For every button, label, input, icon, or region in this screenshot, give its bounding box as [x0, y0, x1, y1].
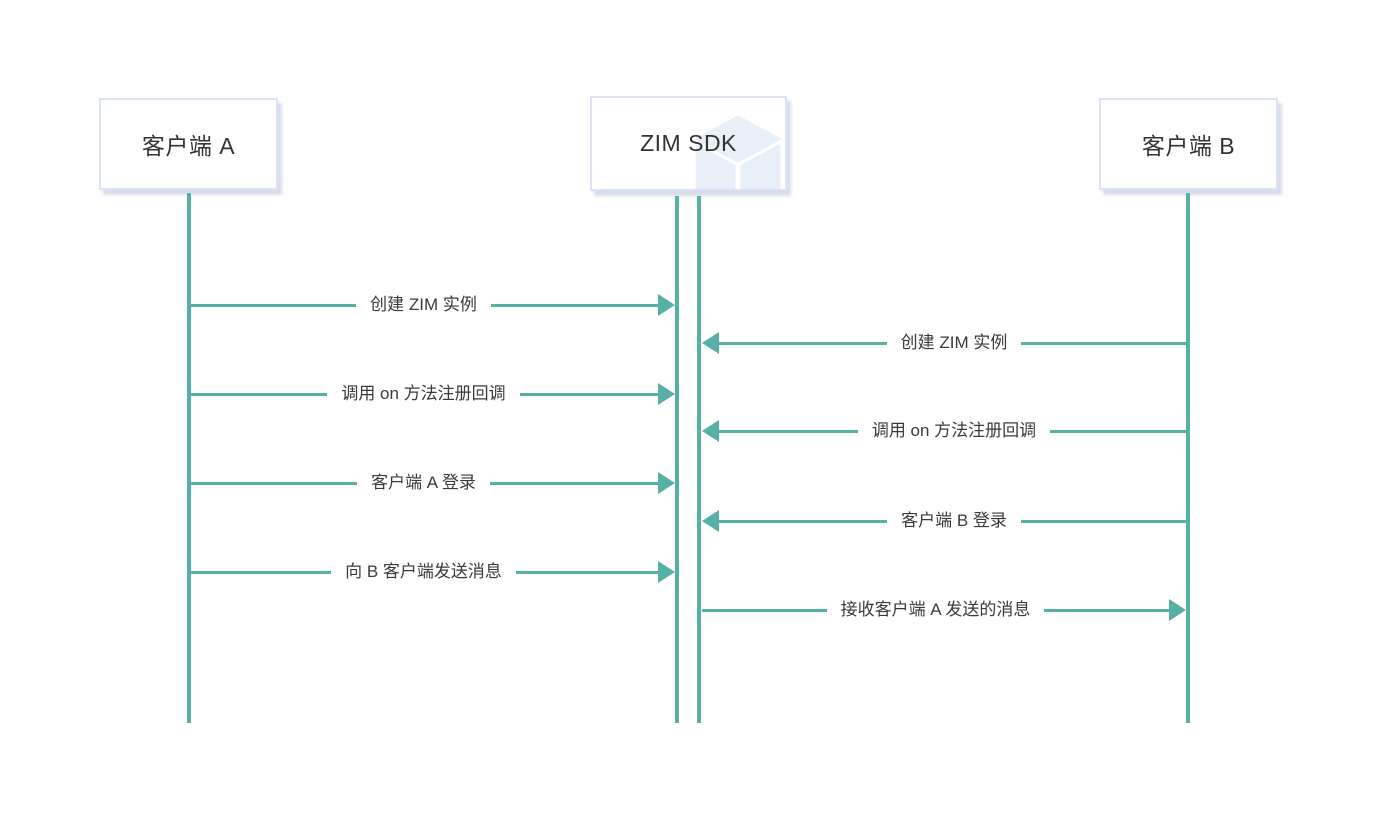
message-register-callback-b: 调用 on 方法注册回调: [702, 419, 1190, 443]
actor-label-client-a: 客户端 A: [141, 133, 236, 159]
message-line: [719, 429, 858, 433]
message-label: 创建 ZIM 实例: [900, 333, 1008, 352]
message-label: 接收客户端 A 发送的消息: [840, 600, 1031, 619]
message-line: [1044, 608, 1170, 612]
lifeline-zim-sdk-left: [675, 196, 679, 723]
message-label: 客户端 B 登录: [901, 511, 1007, 530]
message-register-callback-a: 调用 on 方法注册回调: [189, 382, 676, 406]
actor-box-zim-sdk: ZIM SDK: [590, 96, 787, 191]
actor-label-client-b: 客户端 B: [1141, 133, 1236, 159]
lifeline-client-b: [1186, 193, 1190, 723]
message-line: [189, 303, 357, 307]
arrowhead-left-icon: [702, 332, 719, 354]
message-label: 调用 on 方法注册回调: [871, 421, 1037, 440]
message-label: 调用 on 方法注册回调: [341, 384, 506, 403]
message-send-to-client-b: 向 B 客户端发送消息: [189, 560, 676, 584]
actor-label-zim-sdk: ZIM SDK: [640, 130, 737, 156]
message-create-zim-instance-b: 创建 ZIM 实例: [702, 331, 1189, 355]
actor-box-client-b: 客户端 B: [1099, 98, 1278, 190]
lifeline-client-a: [187, 193, 191, 723]
message-line: [189, 570, 332, 574]
message-login-client-b: 客户端 B 登录: [702, 509, 1190, 533]
arrowhead-right-icon: [658, 294, 675, 316]
message-line: [702, 608, 827, 612]
actor-box-client-a: 客户端 A: [99, 98, 278, 190]
message-line: [189, 481, 358, 485]
message-label: 客户端 A 登录: [371, 473, 476, 492]
message-line: [515, 570, 659, 574]
message-line: [490, 303, 658, 307]
message-line: [189, 392, 328, 396]
message-line: [489, 481, 659, 485]
arrowhead-right-icon: [658, 472, 676, 494]
arrowhead-right-icon: [658, 561, 676, 583]
message-create-zim-instance-a: 创建 ZIM 实例: [189, 293, 675, 317]
message-line: [1050, 429, 1190, 433]
arrowhead-left-icon: [702, 510, 719, 532]
message-receive-from-client-a: 接收客户端 A 发送的消息: [702, 598, 1187, 622]
message-line: [719, 519, 888, 523]
arrowhead-right-icon: [1169, 599, 1187, 621]
arrowhead-right-icon: [658, 383, 676, 405]
message-login-client-a: 客户端 A 登录: [189, 471, 676, 495]
cube-watermark-icon: [695, 115, 781, 189]
arrowhead-left-icon: [702, 420, 719, 442]
message-line: [1020, 519, 1190, 523]
message-label: 向 B 客户端发送消息: [345, 562, 502, 581]
message-line: [1021, 341, 1189, 345]
message-label: 创建 ZIM 实例: [370, 295, 477, 314]
message-line: [719, 341, 887, 345]
lifeline-zim-sdk-right: [697, 196, 701, 723]
message-line: [519, 392, 659, 396]
